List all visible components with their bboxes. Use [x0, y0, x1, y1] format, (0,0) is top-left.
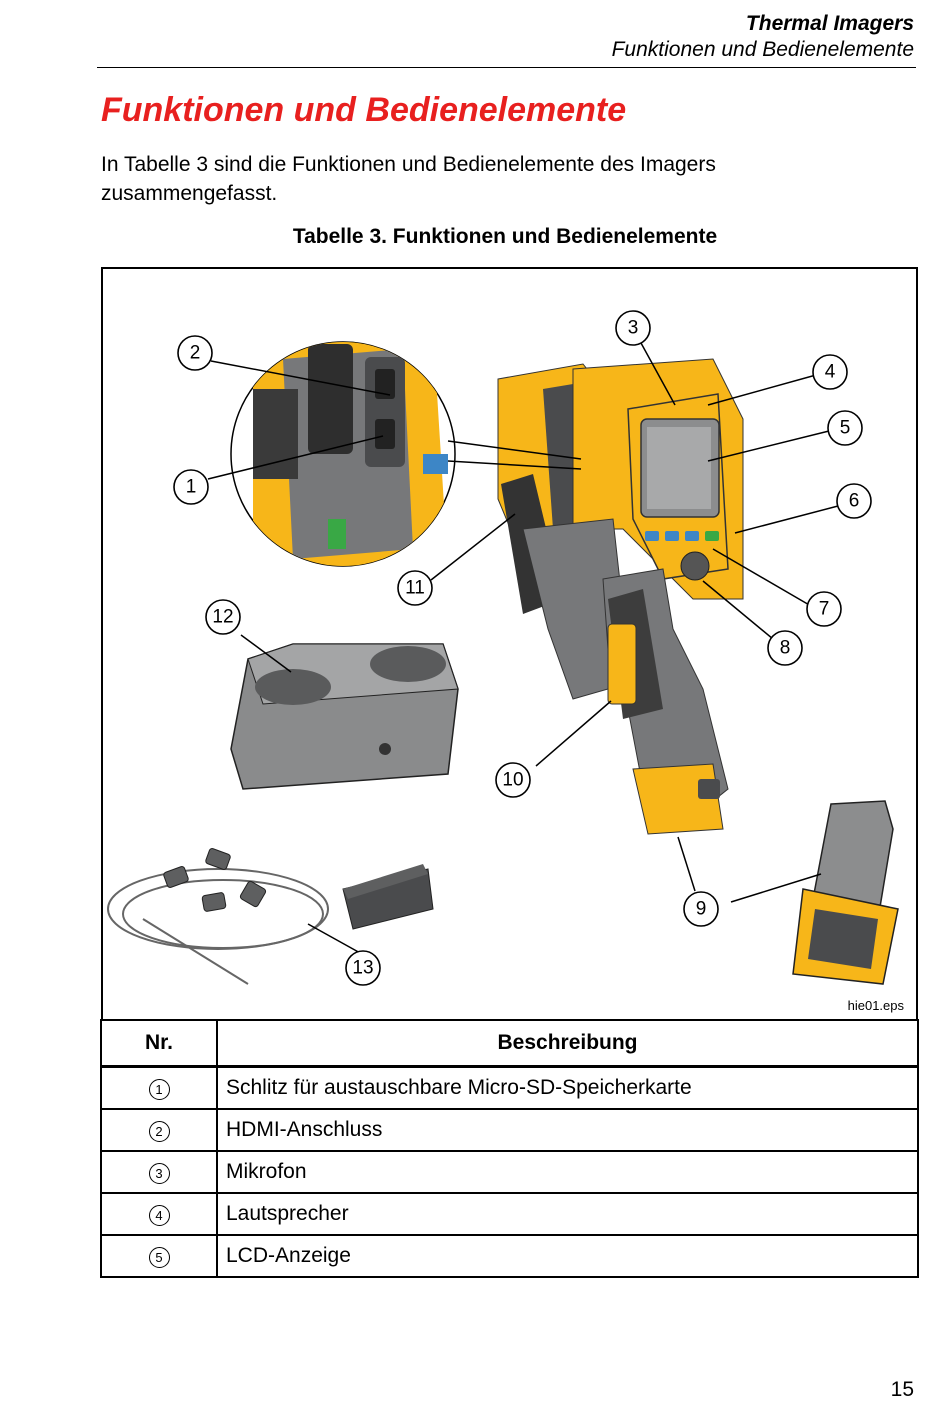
table-row: 2 HDMI-Anschluss — [100, 1108, 919, 1152]
item-number: 1 — [148, 1079, 170, 1100]
section-title: Funktionen und Bedienelemente — [101, 91, 627, 129]
callout-1: 1 — [173, 469, 209, 505]
svg-text:11: 11 — [405, 578, 425, 599]
item-description: Lautsprecher — [216, 1192, 919, 1236]
svg-text:4: 4 — [825, 362, 836, 383]
svg-text:10: 10 — [502, 770, 523, 791]
running-header-title: Thermal Imagers — [745, 12, 914, 35]
svg-text:13: 13 — [352, 958, 373, 979]
header-nr: Nr. — [100, 1019, 218, 1068]
callout-13: 13 — [345, 950, 381, 986]
table-row: 4 Lautsprecher — [100, 1192, 919, 1236]
table-row: 5 LCD-Anzeige — [100, 1234, 919, 1278]
callout-7: 7 — [806, 591, 842, 627]
intro-paragraph: In Tabelle 3 sind die Funktionen und Bed… — [101, 153, 716, 205]
svg-text:8: 8 — [780, 638, 791, 659]
callout-9: 9 — [683, 891, 719, 927]
svg-text:7: 7 — [819, 599, 830, 620]
item-description: Mikrofon — [216, 1150, 919, 1194]
battery-pack — [792, 800, 899, 985]
charger-base — [230, 643, 459, 790]
callout-3: 3 — [615, 310, 651, 346]
item-number: 3 — [148, 1163, 170, 1184]
svg-text:12: 12 — [212, 607, 233, 628]
item-number: 2 — [148, 1121, 170, 1142]
svg-text:6: 6 — [849, 491, 860, 512]
item-number: 4 — [148, 1205, 170, 1226]
table-row: 3 Mikrofon — [100, 1150, 919, 1194]
item-description: LCD-Anzeige — [216, 1234, 919, 1278]
item-description: Schlitz für austauschbare Micro-SD-Speic… — [216, 1065, 919, 1110]
table-header-row: Nr. Beschreibung — [100, 1019, 919, 1068]
figure-file-label: hie01.eps — [847, 998, 904, 1013]
table-caption: Tabelle 3. Funktionen und Bedienelemente — [292, 225, 718, 248]
imager-body — [497, 358, 744, 835]
svg-text:1: 1 — [186, 477, 197, 498]
callout-5: 5 — [827, 410, 863, 446]
callout-6: 6 — [836, 483, 872, 519]
callout-4: 4 — [812, 354, 848, 390]
callout-11: 11 — [397, 570, 433, 606]
callout-2: 2 — [177, 335, 213, 371]
running-header-subtitle: Funktionen und Bedienelemente — [611, 38, 914, 61]
imager-illustration: 1 2 3 4 5 6 7 8 9 10 11 12 13 — [107, 310, 899, 986]
callout-8: 8 — [767, 630, 803, 666]
item-number: 5 — [148, 1247, 170, 1268]
svg-text:2: 2 — [190, 343, 201, 364]
zoom-detail — [230, 341, 456, 567]
callout-12: 12 — [205, 599, 241, 635]
power-adapter — [107, 848, 434, 985]
figure-box: 1 2 3 4 5 6 7 8 9 10 11 12 13 hie01.eps — [101, 267, 918, 1019]
table-row: 1 Schlitz für austauschbare Micro-SD-Spe… — [100, 1065, 919, 1110]
leader-lines — [207, 342, 839, 960]
svg-text:3: 3 — [628, 318, 639, 339]
svg-text:5: 5 — [840, 418, 851, 439]
header-rule — [97, 67, 916, 68]
header-description: Beschreibung — [216, 1019, 919, 1068]
callout-10: 10 — [495, 762, 531, 798]
item-description: HDMI-Anschluss — [216, 1108, 919, 1152]
page-number: 15 — [890, 1378, 914, 1401]
features-table: Nr. Beschreibung 1 Schlitz für austausch… — [100, 1019, 919, 1278]
svg-text:9: 9 — [696, 899, 707, 920]
